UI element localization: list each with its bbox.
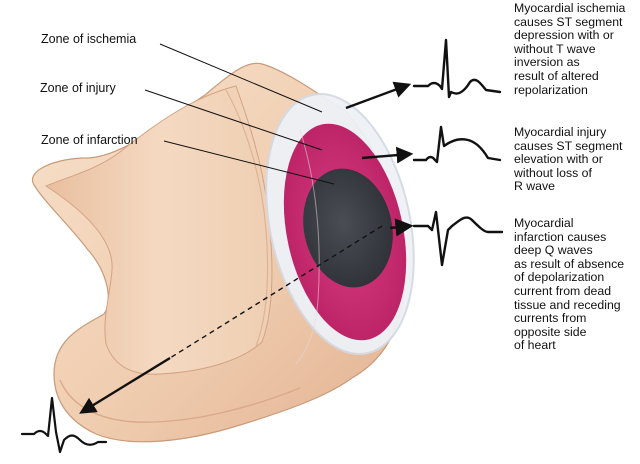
ecg-opposite: [20, 396, 108, 454]
label-zone-infarction: Zone of infarction: [41, 133, 138, 147]
ecg-infarction: [412, 210, 504, 267]
ecg-ischemia: [412, 38, 502, 99]
leader-line-ischemia: [159, 43, 323, 113]
label-zone-injury: Zone of injury: [40, 81, 116, 95]
wall-inner-cavity: [44, 85, 273, 375]
arrow-infarction: [389, 218, 414, 237]
zone-infarction-area: [303, 168, 393, 288]
arrow-ischemia: [345, 81, 412, 110]
wall-edge-line: [295, 129, 320, 365]
leader-line-infarction: [163, 140, 335, 185]
caption-ischemia: Myocardial ischemia causes ST segment de…: [514, 1, 626, 97]
leader-line-injury: [144, 89, 323, 151]
caption-infarction: Myocardial infarction causes deep Q wave…: [514, 216, 625, 353]
caption-injury: Myocardial injury causes ST segment elev…: [514, 125, 623, 194]
arrow-injury: [361, 146, 414, 164]
ecg-injury: [412, 125, 502, 164]
wall-bottom-lip: [59, 379, 301, 423]
wall-shadow-edge: [225, 89, 269, 347]
label-zone-ischemia: Zone of ischemia: [41, 32, 137, 46]
arrow-opposite-solid: [79, 356, 171, 414]
arrow-opposite-dashed: [169, 225, 383, 359]
